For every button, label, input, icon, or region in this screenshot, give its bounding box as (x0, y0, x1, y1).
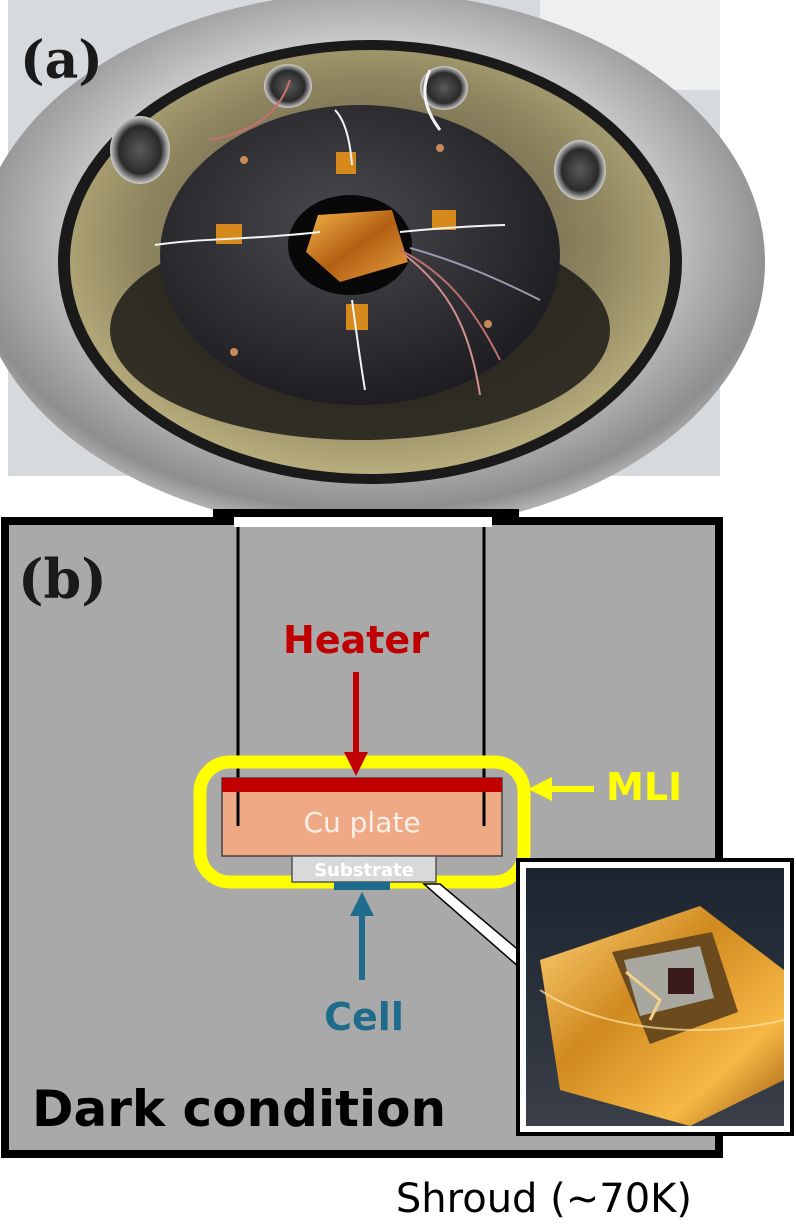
cell-arrow-head (350, 892, 374, 916)
cell-label: Cell (324, 995, 404, 1039)
panel-b-diagram: (b) Cu plate Substrate Heater MLI Cell (1, 509, 794, 1158)
wires (154, 69, 541, 396)
shroud-label: Shroud (~70K) (396, 1176, 692, 1222)
mli-label: MLI (606, 765, 682, 809)
heater-arrow-head (344, 752, 368, 776)
inset-photo (516, 858, 794, 1136)
port-top-right (420, 66, 468, 110)
inset-cell-chip (668, 968, 694, 994)
kapton-package (306, 210, 408, 282)
panel-b-label: (b) (18, 547, 107, 611)
screw (230, 348, 238, 356)
heater-strip (222, 778, 502, 792)
shroud-opening-gap (234, 517, 492, 527)
cu-plate-label: Cu plate (303, 806, 420, 839)
inset-bond-wire (625, 970, 662, 1021)
tape-tab-left (216, 224, 242, 244)
panel-a-photo: (a) (0, 0, 765, 532)
mli-arrow-head (528, 777, 552, 801)
screw (240, 156, 248, 164)
tape-tab-bottom (346, 304, 368, 330)
inset-highlight (539, 989, 785, 1031)
panel-a-label: (a) (20, 30, 103, 91)
screw (436, 144, 444, 152)
port-left (110, 116, 170, 184)
substrate-label: Substrate (314, 860, 414, 881)
condition-label: Dark condition (32, 1080, 446, 1138)
port-right (554, 140, 606, 200)
substrate (291, 855, 437, 883)
heater-label: Heater (283, 618, 429, 662)
cell (334, 882, 390, 890)
screw (484, 320, 492, 328)
tape-tab-right (432, 210, 456, 230)
tape-tab-top (336, 152, 356, 174)
